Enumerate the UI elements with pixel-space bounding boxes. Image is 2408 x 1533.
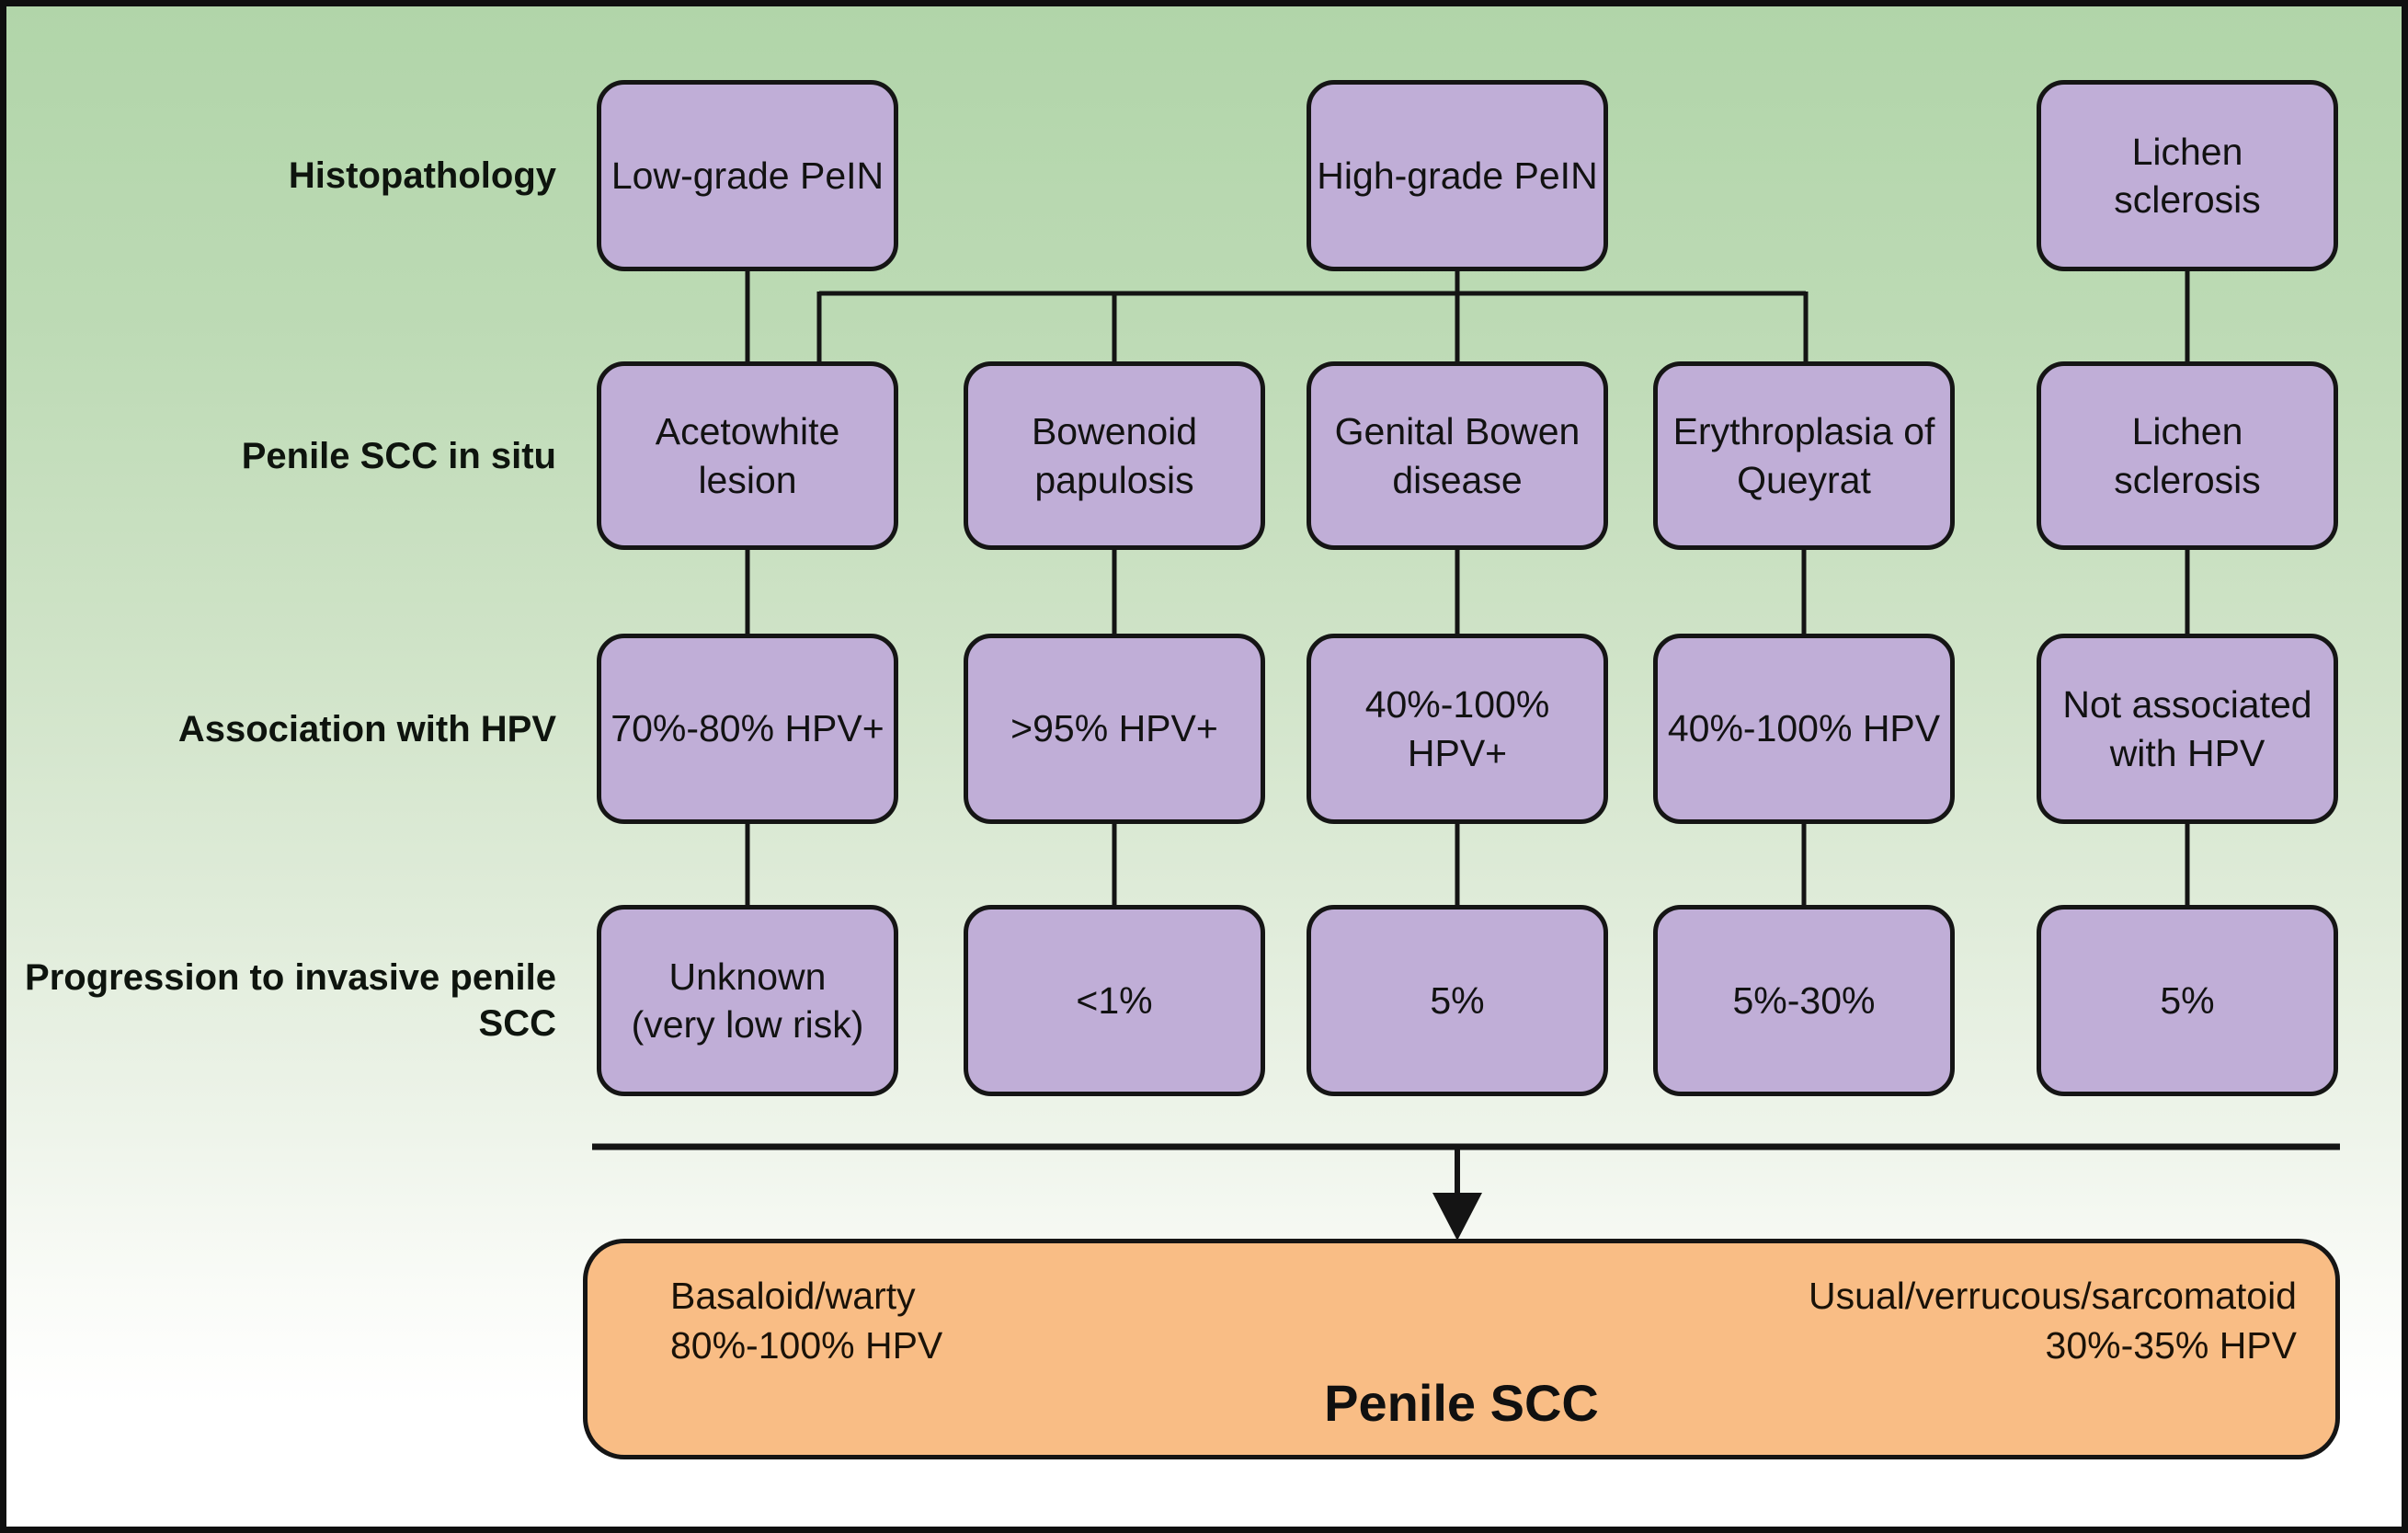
arrowhead-down-icon (1432, 1193, 1482, 1241)
outcome-left-note: Basaloid/warty 80%-100% HPV (670, 1275, 943, 1367)
row-label-text: Histopathology (288, 155, 556, 196)
outcome-title: Penile SCC (1324, 1374, 1599, 1432)
row-label-progression-to-invasive-penile-scc: Progression to invasive penile SCC (25, 905, 556, 1096)
box-progression-5-30pct: 5%-30% (1653, 905, 1955, 1096)
box-low-grade-pein: Low-grade PeIN (597, 80, 898, 271)
box-acetowhite-lesion: Acetowhite lesion (597, 361, 898, 550)
box-progression-5pct-bowen: 5% (1307, 905, 1608, 1096)
row-label-penile-scc-in-situ: Penile SCC in situ (242, 361, 556, 550)
connector-lines (592, 269, 2340, 1241)
box-progression-5pct-lichen: 5% (2037, 905, 2338, 1096)
row-label-text: Penile SCC in situ (241, 435, 556, 476)
box-hpv-40-100-plus: 40%-100% HPV+ (1307, 634, 1608, 824)
branch-connectors (745, 269, 2190, 907)
box-not-associated-with-hpv: Not associated with HPV (2037, 634, 2338, 824)
box-erythroplasia-of-queyrat: Erythroplasia of Queyrat (1653, 361, 1955, 550)
penile-scc-outcome-box: Basaloid/warty 80%-100% HPV Usual/verruc… (583, 1239, 2340, 1459)
box-lichen-sclerosis-histopathology: Lichen sclerosis (2037, 80, 2338, 271)
row-label-text: Association with HPV (177, 708, 556, 749)
box-genital-bowen-disease: Genital Bowen disease (1307, 361, 1608, 550)
outcome-right-note: Usual/verrucous/sarcomatoid 30%-35% HPV (1809, 1275, 2297, 1367)
row-label-text: Progression to invasive penile SCC (25, 957, 556, 1044)
box-progression-unknown: Unknown (very low risk) (597, 905, 898, 1096)
box-hpv-40-100: 40%-100% HPV (1653, 634, 1955, 824)
box-hpv-gt-95: >95% HPV+ (964, 634, 1265, 824)
box-bowenoid-papulosis: Bowenoid papulosis (964, 361, 1265, 550)
row-label-histopathology: Histopathology (289, 80, 556, 271)
box-hpv-70-80: 70%-80% HPV+ (597, 634, 898, 824)
box-progression-lt-1pct: <1% (964, 905, 1265, 1096)
row-label-association-with-hpv: Association with HPV (178, 634, 556, 824)
box-high-grade-pein: High-grade PeIN (1307, 80, 1608, 271)
box-lichen-sclerosis-in-situ: Lichen sclerosis (2037, 361, 2338, 550)
